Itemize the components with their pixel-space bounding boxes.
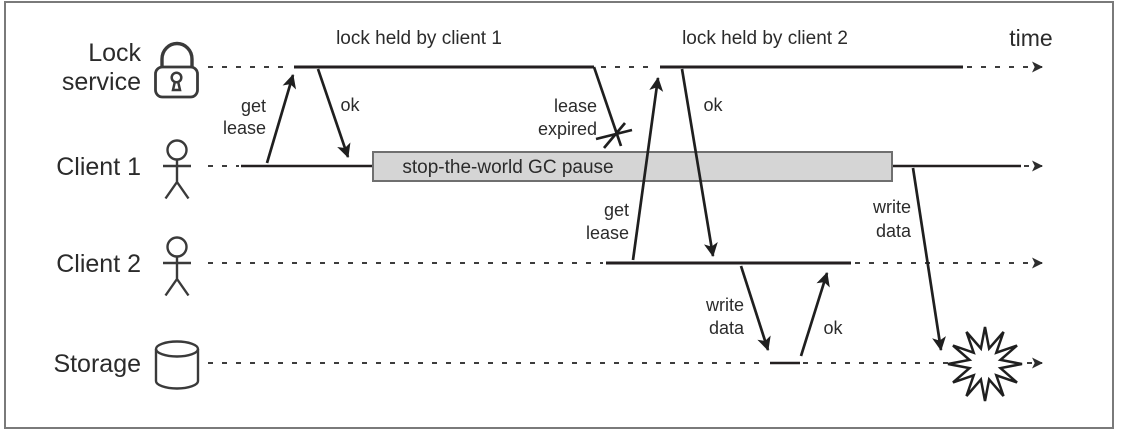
gc-pause-label: stop-the-world GC pause <box>402 157 613 178</box>
c2-write-data-arrow <box>739 265 771 351</box>
storage-ok-arrow <box>799 272 830 357</box>
c2-write-data-label-line2: data <box>709 318 745 338</box>
c2-get-lease-label-line2: lease <box>586 223 629 243</box>
lane-label-client1: Client 1 <box>56 153 141 181</box>
lease-expired-label-line2: expired <box>538 119 597 139</box>
c1-write-data-label-line2: data <box>876 221 912 241</box>
lock-held-by-client2-label: lock held by client 2 <box>682 28 848 49</box>
lease-expired-mark <box>592 66 633 149</box>
crash-starburst-icon <box>947 326 1023 402</box>
c2-get-lease-label-line1: get <box>604 200 629 220</box>
c1-get-lease-label-line2: lease <box>223 118 266 138</box>
c1-get-lease-arrow <box>265 74 297 164</box>
c1-ok-arrow <box>316 68 351 158</box>
c1-ok-label: ok <box>340 95 360 115</box>
figure-border <box>4 1 1114 429</box>
c1-late-write-data-arrow <box>911 167 946 351</box>
time-axis-label: time <box>1009 25 1052 51</box>
person-icon <box>163 236 191 297</box>
c2-get-lease-arrow <box>631 77 664 261</box>
c2-ok-arrow <box>680 68 718 257</box>
lease-expired-label-line1: lease <box>554 96 597 116</box>
padlock-icon <box>154 41 199 99</box>
lock-held-by-client1-label: lock held by client 1 <box>336 28 502 49</box>
c1-get-lease-label-line1: get <box>241 96 266 116</box>
storage-ok-label: ok <box>823 318 843 338</box>
lane-label-client2: Client 2 <box>56 250 141 278</box>
lane-label-storage: Storage <box>53 350 141 378</box>
lease-expired-x-icon <box>595 122 633 149</box>
lane-label-lock-service-line1: Lock <box>88 39 141 67</box>
c2-ok-label: ok <box>703 95 723 115</box>
database-cylinder-icon <box>154 340 200 390</box>
c2-write-data-label-line1: write <box>705 295 744 315</box>
c1-write-data-label-line1: write <box>872 197 911 217</box>
person-icon <box>163 139 191 200</box>
lane-label-lock-service-line2: service <box>62 68 141 96</box>
gc-pause-box: stop-the-world GC pause <box>372 151 893 182</box>
